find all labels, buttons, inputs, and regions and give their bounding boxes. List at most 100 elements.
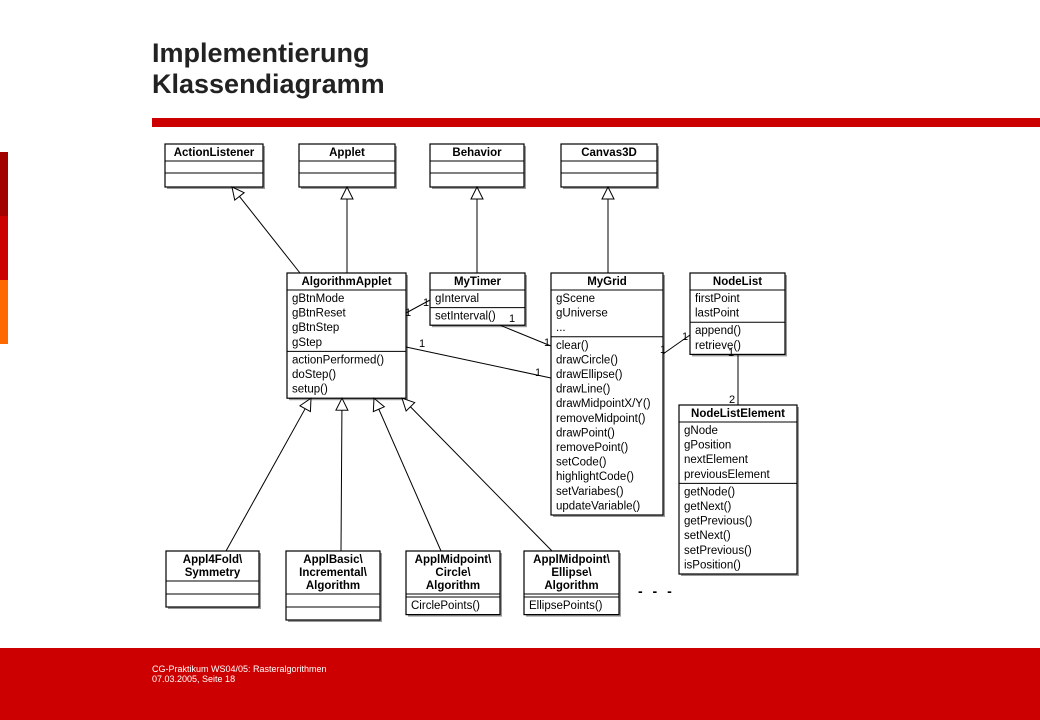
class-attribute: firstPoint	[695, 293, 741, 305]
more-classes-ellipsis: - - -	[638, 583, 675, 599]
class-attribute: nextElement	[684, 454, 749, 466]
class-method: getPrevious()	[684, 516, 753, 528]
class-nodelistelement: NodeListElementgNodegPositionnextElement…	[678, 404, 799, 576]
footer-course: CG-Praktikum WS04/05: Rasteralgorithmen	[152, 664, 327, 674]
multiplicity-label: 1	[509, 313, 515, 325]
class-method: setVariabes()	[556, 486, 624, 498]
slide-title-line-2: Klassendiagramm	[152, 69, 385, 99]
class-box	[560, 143, 658, 188]
class-box	[164, 143, 264, 188]
generalization-applcircle-line	[378, 408, 442, 552]
class-method: getNext()	[684, 501, 731, 513]
class-box	[689, 272, 786, 356]
class-mygrid: MyGridgScenegUniverse...clear()drawCircl…	[550, 272, 665, 517]
multiplicity-label: 1	[728, 347, 734, 359]
class-method: EllipsePoints()	[529, 600, 603, 612]
generalization-behavior-arrowhead	[470, 185, 484, 200]
class-method: actionPerformed()	[292, 354, 384, 366]
generalization-applbasic-line	[340, 410, 343, 552]
class-method: CirclePoints()	[411, 600, 480, 612]
multiplicity-label: 2	[729, 394, 735, 406]
class-name: Applet	[329, 147, 365, 159]
class-box	[285, 550, 381, 621]
class-method: drawPoint()	[556, 427, 615, 439]
class-method: isPosition()	[684, 559, 741, 571]
class-method: clear()	[556, 340, 589, 352]
class-applet: Applet	[298, 143, 397, 189]
class-method: setup()	[292, 384, 328, 396]
multiplicity-label: 1	[405, 307, 411, 319]
class-name: MyGrid	[587, 276, 627, 288]
class-applbasic: ApplBasic\Incremental\Algorithm	[285, 550, 382, 622]
class-behavior: Behavior	[429, 143, 526, 189]
class-applellipse: ApplMidpoint\Ellipse\AlgorithmEllipsePoi…	[523, 550, 621, 617]
class-method: highlightCode()	[556, 471, 634, 483]
multiplicity-label: 1	[682, 331, 688, 343]
class-name: ApplMidpoint\	[533, 554, 610, 566]
class-box	[286, 272, 407, 399]
class-attribute: gPosition	[684, 440, 731, 452]
class-name: MyTimer	[454, 276, 502, 288]
side-accent-orange	[0, 280, 8, 344]
generalization-applellipse-line	[410, 406, 553, 552]
class-attribute: gBtnStep	[292, 322, 339, 334]
generalization-actionlistener-line	[239, 196, 301, 274]
class-method: setCode()	[556, 457, 607, 469]
generalization-applellipse-arrowhead	[401, 397, 416, 412]
multiplicity-label: 1	[544, 337, 550, 349]
class-name: ApplBasic\	[303, 554, 363, 566]
generalization-applcircle-arrowhead	[372, 397, 386, 413]
class-name: Algorithm	[306, 580, 360, 592]
footer-date-page: 07.03.2005, Seite 18	[152, 674, 236, 684]
generalization-appl4fold-arrowhead	[298, 397, 312, 413]
slide-title: Implementierung Klassendiagramm	[152, 38, 385, 100]
generalization-applet-arrowhead	[340, 185, 354, 200]
association-aa-grid	[405, 346, 552, 379]
class-attribute: gBtnReset	[292, 308, 347, 320]
multiplicity-label: 1	[423, 297, 429, 309]
class-nodelist: NodeListfirstPointlastPointappend()retri…	[689, 272, 787, 357]
class-name: Appl4Fold\	[183, 554, 243, 566]
class-box	[550, 272, 664, 516]
class-attribute: gScene	[556, 293, 595, 305]
class-name: ActionListener	[174, 147, 255, 159]
association-timer-grid	[499, 324, 552, 347]
title-rule	[152, 118, 1040, 127]
class-box	[429, 143, 525, 188]
class-method: drawEllipse()	[556, 369, 623, 381]
class-name: Circle\	[435, 567, 471, 579]
class-method: updateVariable()	[556, 500, 640, 512]
slide-title-line-1: Implementierung	[152, 38, 370, 68]
side-accent-dark	[0, 152, 8, 216]
class-name: Symmetry	[185, 567, 241, 579]
class-box	[298, 143, 396, 188]
class-attribute: ...	[556, 322, 566, 334]
class-attribute: gStep	[292, 337, 322, 349]
class-box	[523, 550, 620, 616]
class-method: setInterval()	[435, 311, 496, 323]
class-method: drawMidpointX/Y()	[556, 398, 651, 410]
class-name: Algorithm	[544, 580, 598, 592]
class-box	[678, 404, 798, 575]
multiplicity-label: 1	[419, 338, 425, 350]
class-actionlistener: ActionListener	[164, 143, 265, 189]
class-name: Ellipse\	[551, 567, 592, 579]
class-attribute: previousElement	[684, 469, 770, 481]
generalization-appl4fold-line	[225, 408, 306, 552]
multiplicity-label: 1	[660, 344, 666, 356]
class-method: removePoint()	[556, 442, 628, 454]
class-name: AlgorithmApplet	[301, 276, 391, 288]
class-name: Algorithm	[426, 580, 480, 592]
class-name: ApplMidpoint\	[415, 554, 492, 566]
class-attribute: gBtnMode	[292, 293, 344, 305]
class-attribute: lastPoint	[695, 308, 740, 320]
class-box	[165, 550, 260, 608]
class-method: removeMidpoint()	[556, 413, 646, 425]
class-method: retrieve()	[695, 340, 741, 352]
class-box	[429, 272, 526, 326]
class-box	[405, 550, 501, 616]
class-attribute: gNode	[684, 425, 718, 437]
class-method: setPrevious()	[684, 545, 752, 557]
